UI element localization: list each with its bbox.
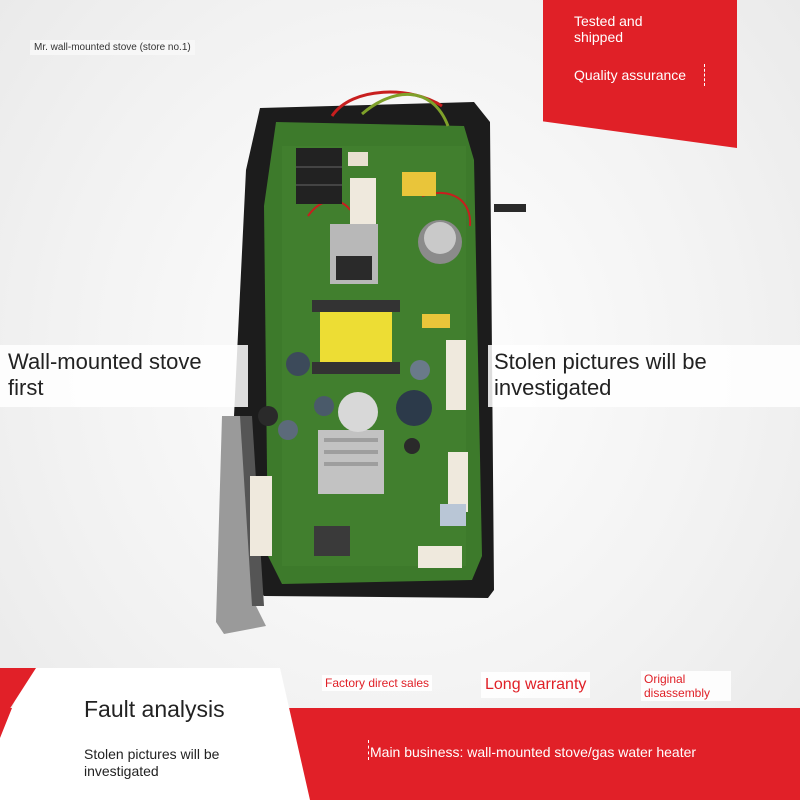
tag-original-line1: Original bbox=[644, 672, 686, 686]
capacitor-silver bbox=[338, 392, 378, 432]
tag-original-line2: disassembly bbox=[644, 686, 711, 700]
badge-divider bbox=[704, 64, 706, 86]
main-business-text: Main business: wall-mounted stove/gas wa… bbox=[370, 744, 697, 760]
badge-line-shipped: shipped bbox=[574, 29, 624, 45]
heatsink-fin bbox=[324, 438, 378, 442]
yellow-capacitor-top bbox=[402, 172, 436, 196]
capacitor-black-right bbox=[396, 390, 432, 426]
relay-line-2 bbox=[296, 184, 342, 186]
right-panel-line2: investigated bbox=[494, 375, 612, 400]
heatsink-fin-3 bbox=[324, 462, 378, 466]
label-sticker bbox=[440, 504, 466, 526]
transformer bbox=[320, 304, 392, 366]
transformer-core-bottom bbox=[312, 362, 400, 374]
connector-top bbox=[348, 152, 368, 166]
tag-long-warranty: Long warranty bbox=[481, 672, 591, 698]
main-business-divider bbox=[368, 740, 370, 760]
ic-chip bbox=[314, 526, 350, 556]
left-info-panel: Wall-mounted stove first bbox=[0, 345, 248, 407]
right-panel-line1: Stolen pictures will be bbox=[494, 349, 707, 374]
capacitor-left bbox=[286, 352, 310, 376]
right-info-panel: Stolen pictures will be investigated bbox=[488, 345, 800, 407]
heatsink-top-chip bbox=[336, 256, 372, 280]
capacitor-mid bbox=[314, 396, 334, 416]
relay-block bbox=[296, 148, 342, 204]
left-panel-line2: first bbox=[8, 375, 44, 400]
capacitor-left-2 bbox=[258, 406, 278, 426]
relay-line bbox=[296, 166, 342, 168]
circuit-board-photo bbox=[216, 90, 526, 634]
tag-original-disassembly: Original disassembly bbox=[641, 671, 731, 701]
capacitor-small-2 bbox=[404, 438, 420, 454]
connector-side bbox=[446, 340, 466, 410]
connector-bottom bbox=[418, 546, 462, 568]
badge-line-quality: Quality assurance bbox=[574, 67, 687, 83]
fault-analysis-title: Fault analysis bbox=[84, 696, 225, 722]
tag-factory-direct: Factory direct sales bbox=[322, 675, 433, 691]
capacitor-large-top bbox=[424, 222, 456, 254]
fault-analysis-card bbox=[0, 668, 310, 800]
left-panel-line1: Wall-mounted stove bbox=[8, 349, 202, 374]
capacitor-small bbox=[410, 360, 430, 380]
yellow-capacitor-side bbox=[422, 314, 450, 328]
connector-right bbox=[448, 452, 468, 512]
badge-line-tested: Tested and bbox=[574, 13, 643, 29]
store-label: Mr. wall-mounted stove (store no.1) bbox=[30, 40, 195, 55]
transformer-core bbox=[312, 300, 400, 312]
fault-analysis-subtitle: Stolen pictures will be investigated bbox=[84, 746, 220, 779]
connector-bottom-left bbox=[250, 476, 272, 556]
wire-green-yellow bbox=[361, 93, 450, 127]
capacitor-left-3 bbox=[278, 420, 298, 440]
side-pin bbox=[494, 204, 526, 212]
heatsink-fin-2 bbox=[324, 450, 378, 454]
